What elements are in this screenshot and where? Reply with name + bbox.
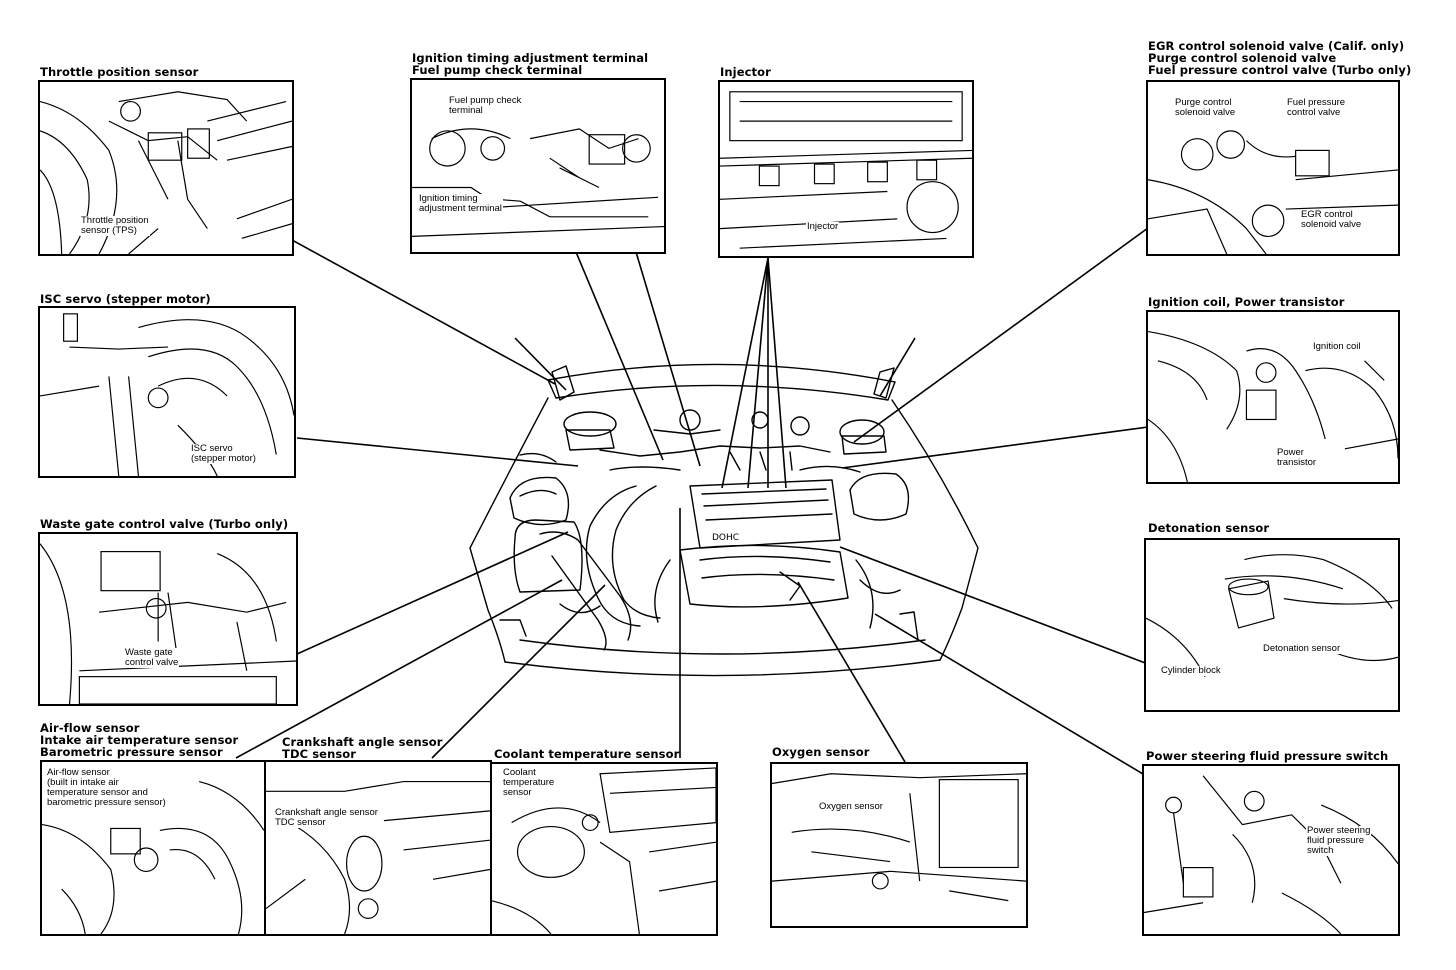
isc-sketch <box>40 313 294 476</box>
label-cylinder-block: Cylinder block <box>1160 665 1222 676</box>
leader-airflow <box>235 579 563 759</box>
leader-waste-gate <box>296 531 569 655</box>
leader-hood-right <box>879 337 916 397</box>
label-isc-servo: ISC servo(stepper motor) <box>190 443 257 464</box>
panel-title-coolant: Coolant temperature sensor <box>494 747 680 761</box>
fender-left <box>469 397 549 663</box>
panel-title-injector: Injector <box>720 65 771 79</box>
coolant-sketch <box>492 767 716 934</box>
battery <box>563 411 617 437</box>
valve-cover <box>689 479 841 549</box>
panel-title-ps-switch: Power steering fluid pressure switch <box>1146 749 1389 763</box>
airflow-sketch <box>42 780 264 934</box>
hood-hinge-left <box>551 365 575 401</box>
tps-sketch <box>40 91 292 254</box>
radiator-hose <box>654 559 671 623</box>
leader-hood-left <box>514 337 567 391</box>
panel-title-isc: ISC servo (stepper motor) <box>40 292 211 306</box>
leader-oxygen <box>797 581 906 763</box>
label-ignition-coil: Ignition coil <box>1312 341 1362 352</box>
ps-switch-sketch <box>1144 775 1398 934</box>
leader-isc <box>296 437 579 467</box>
panel-isc: ISC servo(stepper motor) <box>38 306 296 478</box>
leader-injector-4 <box>767 257 787 489</box>
panel-title-detonation: Detonation sensor <box>1148 521 1270 535</box>
oxygen-sketch <box>772 773 1026 902</box>
fender-right <box>891 399 979 661</box>
panel-title-oxygen: Oxygen sensor <box>772 745 870 759</box>
crank-sketch <box>266 780 490 934</box>
panel-oxygen: Oxygen sensor <box>770 762 1028 928</box>
leader-detonation <box>839 546 1149 665</box>
panel-detonation: Detonation sensor Cylinder block <box>1144 538 1400 712</box>
leader-ignition-timing-a <box>575 251 664 461</box>
leader-tps <box>291 239 556 385</box>
strut-tower-right <box>849 472 910 521</box>
hood-hinge-right <box>873 367 895 399</box>
injector-sketch <box>720 91 972 249</box>
leader-ignition-coil <box>841 426 1149 469</box>
label-oxygen-sensor: Oxygen sensor <box>818 801 884 812</box>
leader-injector-1 <box>721 257 769 489</box>
panel-injector: Injector <box>718 80 974 258</box>
intake-hose <box>585 485 641 627</box>
cylinder-head-mark: DOHC <box>712 533 739 543</box>
strut-tower-left <box>509 476 570 526</box>
leader-crank <box>431 584 606 759</box>
waste-gate-sketch <box>40 543 296 704</box>
panel-title-tps: Throttle position sensor <box>40 65 199 79</box>
intake-manifold <box>679 544 849 608</box>
label-injector: Injector <box>806 221 840 232</box>
panel-title-waste-gate: Waste gate control valve (Turbo only) <box>40 517 289 531</box>
leader-injector-2 <box>747 257 769 489</box>
panel-title-egr: EGR control solenoid valve (Calif. only)… <box>1148 39 1412 77</box>
detonation-sketch <box>1146 554 1398 678</box>
ignition-coil-sketch <box>1148 330 1398 482</box>
egr-sketch <box>1148 130 1398 254</box>
air-cleaner <box>513 519 583 593</box>
panel-title-ignition-coil: Ignition coil, Power transistor <box>1148 295 1345 309</box>
reservoir-right <box>839 419 885 445</box>
label-detonation-sensor: Detonation sensor <box>1262 643 1342 654</box>
leader-egr <box>853 227 1149 443</box>
intercooler-pipe <box>539 531 632 641</box>
hood-outline <box>547 363 896 383</box>
